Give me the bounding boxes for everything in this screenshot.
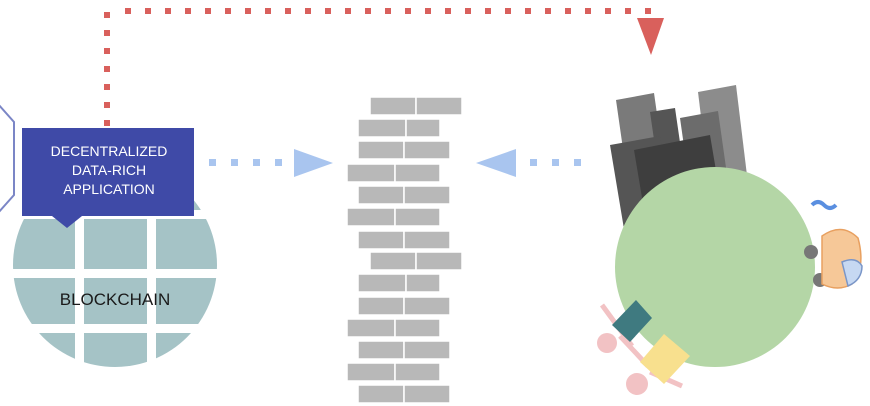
blue-dotted-connector-right: [530, 159, 581, 166]
blue-arrowhead-right-icon: [294, 149, 333, 177]
world-circle: [615, 167, 815, 367]
blockchain-label: BLOCKCHAIN: [40, 290, 190, 310]
blue-dotted-connector-left: [209, 159, 282, 166]
app-box-label-line1: DECENTRALIZED: [28, 142, 190, 161]
hexagon-outline: [0, 95, 14, 222]
app-box-label-line3: APPLICATION: [28, 180, 190, 199]
blue-arrowhead-left-icon: [476, 149, 516, 177]
app-box-label: DECENTRALIZED DATA-RICH APPLICATION: [28, 142, 190, 199]
wall-icon: [347, 97, 462, 403]
app-box-label-line2: DATA-RICH: [28, 161, 190, 180]
red-arrowhead-icon: [637, 18, 664, 55]
